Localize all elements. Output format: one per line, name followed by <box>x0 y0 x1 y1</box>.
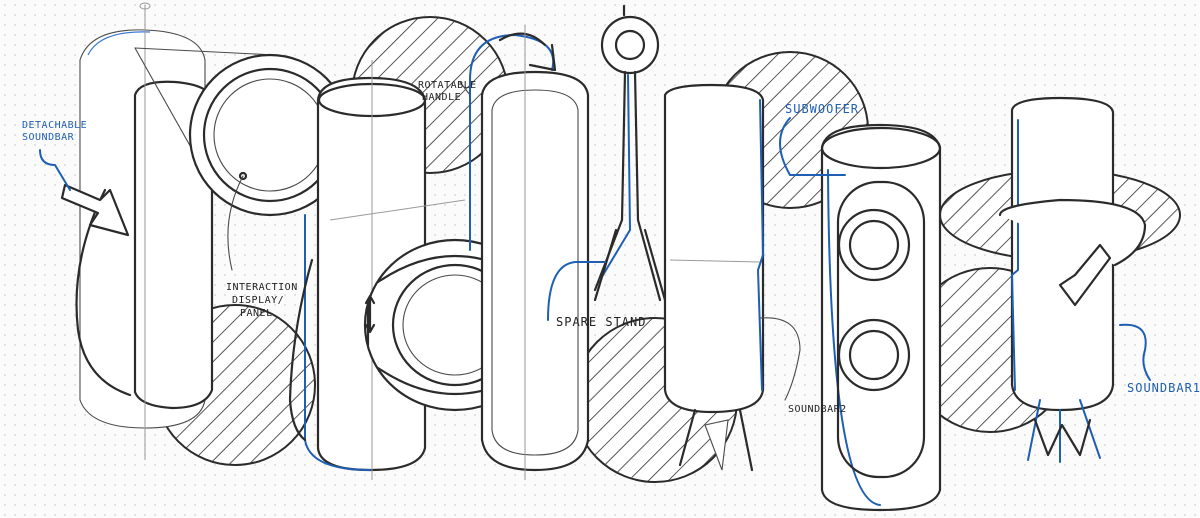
speaker-6-soundbar1 <box>998 96 1147 463</box>
label-subwoofer: SUBWOOFER <box>785 102 859 116</box>
rotate-arrow <box>498 32 557 72</box>
annotation-leaders <box>39 81 1151 401</box>
woofer-upper <box>837 208 911 282</box>
display-dot <box>238 171 248 181</box>
rotate-arrow-right <box>1058 243 1112 307</box>
woofer-lower <box>837 318 911 392</box>
woofer-panel <box>836 180 926 479</box>
speaker-1-strap <box>75 188 132 397</box>
rotate-band <box>998 198 1147 267</box>
speaker-3-handle-speaker <box>469 25 590 480</box>
leader-soundbar2 <box>759 317 801 401</box>
stand-top-ring <box>600 15 660 75</box>
leader-subwoofer <box>779 117 846 176</box>
annotation-labels: DETACHABLE SOUNDBAR ROTATABLE HANDLE INT… <box>22 80 1200 415</box>
leader-spare-stand <box>547 261 606 321</box>
leader-rotatable <box>459 81 471 96</box>
label-interaction-3: PANEL <box>240 308 273 319</box>
speaker-5-subwoofer <box>820 123 942 512</box>
speaker-6-shell <box>1010 96 1115 412</box>
up-down-arrow-left <box>364 294 376 334</box>
speaker-4-soundbar2 <box>663 83 765 472</box>
speaker-3-shell <box>480 70 590 472</box>
label-interaction-2: DISPLAY/ <box>232 295 284 306</box>
speaker-5-shell <box>820 123 942 512</box>
interaction-display-detail <box>134 47 352 271</box>
speaker-3-inner-panel <box>491 89 579 456</box>
speaker-2-strap <box>288 258 314 442</box>
speaker-1-arrow <box>60 183 130 237</box>
soundbar1-tripod <box>1027 399 1101 463</box>
speaker-1-axis-cap <box>139 2 151 10</box>
speaker-1-detachable-soundbar <box>60 2 214 460</box>
label-rotatable-1: ROTATABLE <box>418 80 477 91</box>
label-detachable-2: SOUNDBAR <box>22 132 75 143</box>
label-interaction-1: INTERACTION <box>226 282 298 293</box>
speaker-1-front-panel <box>133 80 214 410</box>
label-spare-stand: SPARE STAND <box>556 315 646 329</box>
speaker-1-blue-outline <box>87 31 151 56</box>
spare-stand <box>593 4 667 302</box>
leader-detachable <box>39 149 71 191</box>
label-soundbar1: SOUNDBAR1 <box>1127 381 1200 395</box>
label-rotatable-2: HANDLE <box>422 92 461 103</box>
speaker-4-shell <box>663 83 765 414</box>
label-soundbar2: SOUNDBAR2 <box>788 404 847 415</box>
label-detachable-1: DETACHABLE <box>22 120 87 131</box>
leader-soundbar1 <box>1119 323 1151 381</box>
